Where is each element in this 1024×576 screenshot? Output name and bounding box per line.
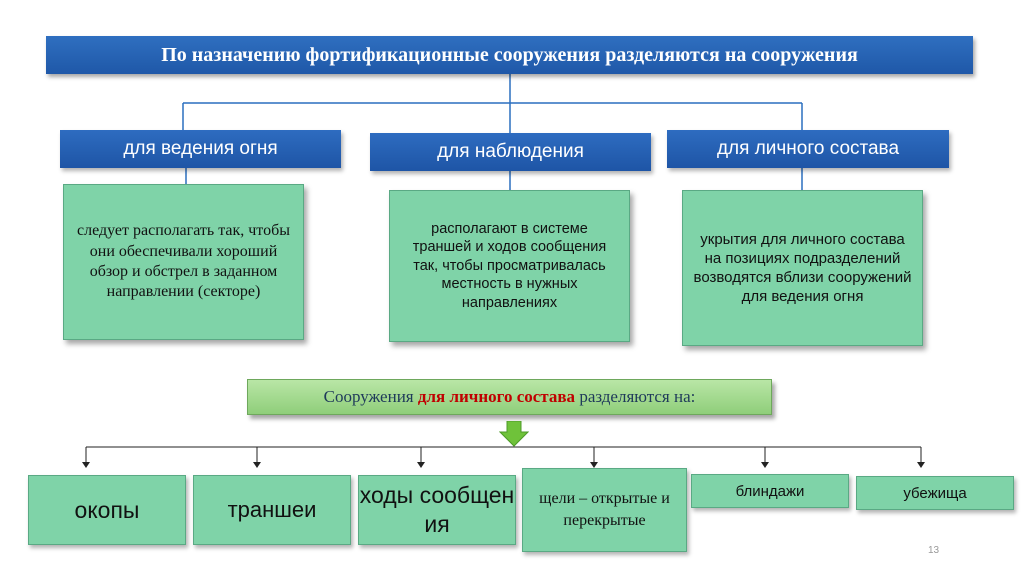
description-personnel: укрытия для личного состава на позициях … <box>682 190 923 346</box>
description-fire: следует располагать так, чтобы они обесп… <box>63 184 304 340</box>
category-personnel: для личного состава <box>667 130 949 168</box>
subheader-highlight: для личного состава <box>417 387 576 406</box>
type-ubezhishcha: убежища <box>856 476 1014 510</box>
subheader: Сооружения для личного состава разделяют… <box>247 379 772 415</box>
subheader-suffix: разделяются на: <box>575 387 696 406</box>
category-observation: для наблюдения <box>370 133 651 171</box>
type-okopy: окопы <box>28 475 186 545</box>
type-shcheli: щели – открытые и перекрытые <box>522 468 687 552</box>
type-khody-soobshcheniya: ходы сообщения <box>358 475 516 545</box>
subheader-prefix: Сооружения <box>323 387 418 406</box>
down-arrow-icon <box>499 421 529 447</box>
description-observation: располагают в системе траншей и ходов со… <box>389 190 630 342</box>
type-blindazhi: блиндажи <box>691 474 849 508</box>
type-transhei: траншеи <box>193 475 351 545</box>
main-title: По назначению фортификационные сооружени… <box>46 36 973 74</box>
page-number: 13 <box>928 545 940 556</box>
category-fire: для ведения огня <box>60 130 341 168</box>
